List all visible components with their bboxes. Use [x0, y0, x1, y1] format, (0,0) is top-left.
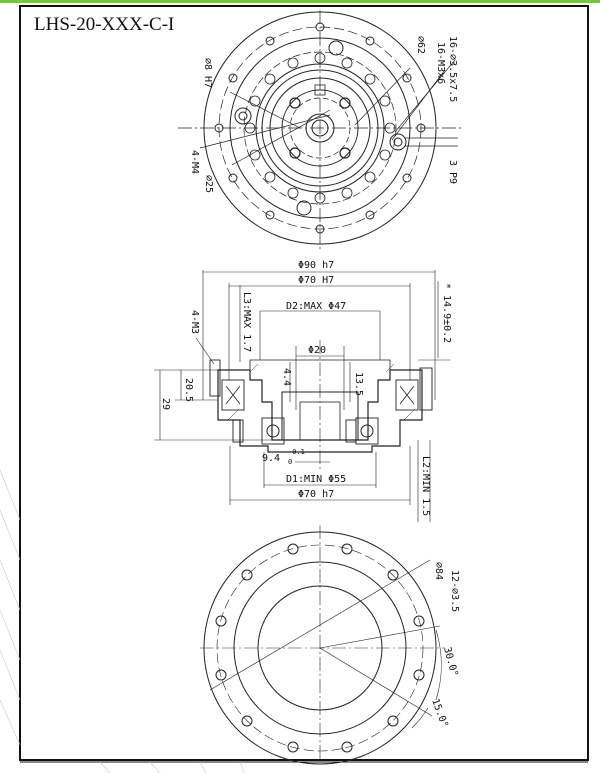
label-dia-62: ⌀62 — [415, 36, 426, 54]
bottom-holes — [215, 543, 425, 753]
label-angle-30: 30.0° — [441, 646, 459, 678]
top-outer-holes — [214, 22, 426, 234]
drawing-title: LHS-20-XXX-C-I — [34, 14, 174, 35]
label-13-5: 13.5 — [353, 372, 364, 396]
label-16-holes: 16-⌀3.5x7.5 — [447, 36, 458, 102]
label-bore-8h7: ⌀8 H7 — [202, 58, 213, 88]
label-14-9: * 14.9±0.2 — [441, 283, 452, 343]
label-12-holes: 12-⌀3.5 — [449, 570, 460, 612]
label-16-m3: 16-M3x6 — [435, 42, 446, 84]
label-dia-70H7: Φ70 H7 — [298, 275, 334, 286]
label-20-5: 20.5 — [183, 378, 194, 402]
label-dia-20: Φ20 — [308, 345, 326, 356]
label-4-m3: 4-M3 — [189, 310, 200, 334]
label-29: 29 — [160, 398, 171, 410]
label-9-4-tol-upper: -0.1 — [288, 448, 305, 456]
label-l2-min: L2:MIN 1.5 — [420, 456, 431, 516]
bottom-view — [200, 525, 445, 765]
label-d1-min: D1:MIN Φ55 — [286, 474, 346, 485]
sheet-accent-line — [0, 0, 600, 3]
label-9-4-tol-lower: 0 — [288, 458, 292, 466]
label-3p9: 3 P9 — [447, 160, 458, 184]
label-4-4: 4.4 — [281, 368, 292, 386]
label-9-4: 9.4 — [262, 453, 280, 464]
label-dia-25: ⌀25 — [203, 175, 214, 193]
label-l3-max: L3:MAX 1.7 — [241, 292, 252, 352]
label-d2-max: D2:MAX Φ47 — [286, 301, 346, 312]
label-dia-70h7: Φ70 h7 — [298, 489, 334, 500]
top-m4-holes — [289, 97, 351, 159]
top-ball-ring — [244, 52, 396, 204]
drawing-frame — [19, 5, 589, 761]
background-hatch — [0, 469, 245, 773]
label-angle-15: 15.0° — [429, 697, 450, 729]
top-view — [178, 10, 462, 250]
side-view — [154, 270, 450, 522]
label-4-m4: 4-M4 — [189, 150, 200, 174]
label-dia-84: ⌀84 — [433, 562, 444, 580]
label-dia-90h7: Φ90 h7 — [298, 260, 334, 271]
